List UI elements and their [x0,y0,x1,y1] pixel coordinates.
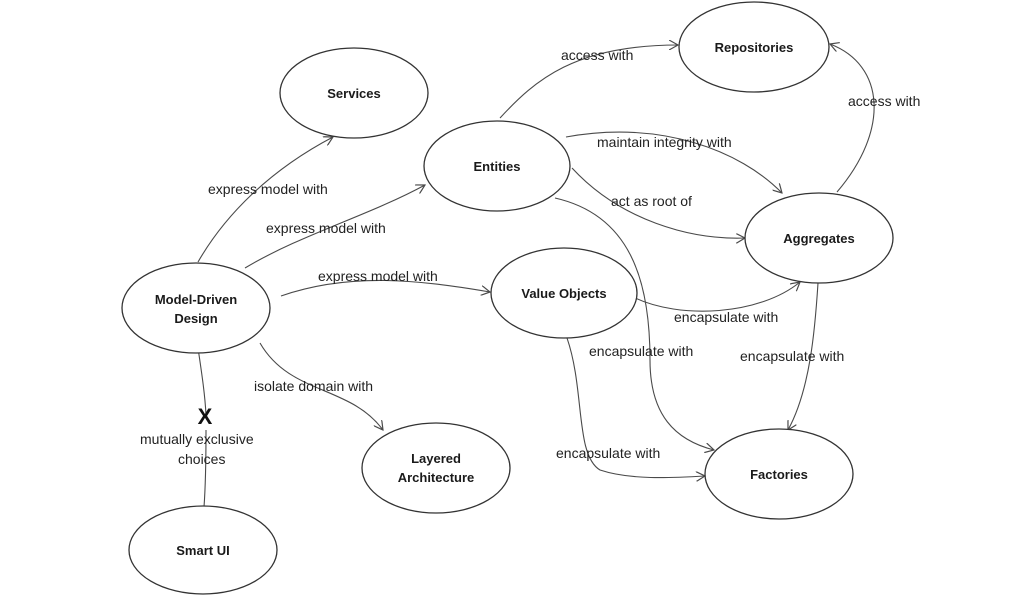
exclusion-x-mark: X [198,404,213,429]
edge-label-maintain-integrity-with: maintain integrity with [597,134,732,150]
node-label-value-objects: Value Objects [521,286,606,301]
edge-value-objects-to-aggregates: encapsulate with [632,282,800,325]
edge-label-encapsulate-with: encapsulate with [740,348,844,364]
edge-label-encapsulate-with: encapsulate with [674,309,778,325]
node-aggregates: Aggregates [744,192,894,284]
edge-entities-to-factories: encapsulate with [554,197,714,450]
node-label-model-driven-line1: Model-Driven [155,292,237,307]
edge-entities-to-repositories: access with [499,45,678,119]
node-label-factories: Factories [750,467,808,482]
node-services: Services [279,47,429,139]
edge-mdd-to-value-objects: express model with [280,268,490,297]
edge-mdd-to-services: express model with [197,137,333,263]
node-label-smart-ui: Smart UI [176,543,229,558]
edge-label-express-model-with: express model with [318,268,438,284]
edge-aggregates-to-repositories: access with [830,44,920,193]
node-label-layered-line2: Architecture [398,470,475,485]
edge-entities-to-aggregates-integrity: maintain integrity with [565,131,782,193]
edge-mdd-to-entities: express model with [244,185,425,269]
edge-label-encapsulate-with: encapsulate with [556,445,660,461]
edge-label-isolate-domain-with: isolate domain with [254,378,373,394]
node-label-aggregates: Aggregates [783,231,855,246]
node-label-services: Services [327,86,381,101]
node-factories: Factories [704,428,854,520]
edge-entities-to-aggregates-root: act as root of [571,167,745,238]
node-smart-ui: Smart UI [128,505,278,595]
node-repositories: Repositories [678,1,830,93]
edge-label-express-model-with: express model with [208,181,328,197]
node-value-objects: Value Objects [490,247,638,339]
edge-label-express-model-with: express model with [266,220,386,236]
edge-label-access-with: access with [848,93,920,109]
edge-label-access-with: access with [561,47,633,63]
edge-mdd-smart-ui-exclusive: X mutually exclusive choices [140,347,254,508]
edge-aggregates-to-factories: encapsulate with [740,282,844,430]
node-entities: Entities [423,120,571,212]
node-label-entities: Entities [474,159,521,174]
edge-mdd-to-layered-architecture: isolate domain with [254,342,383,430]
edge-label-encapsulate-with: encapsulate with [589,343,693,359]
edge-value-objects-to-factories: encapsulate with [556,337,705,478]
node-label-model-driven-line2: Design [174,311,217,326]
exclusion-label-line2: choices [178,451,225,467]
node-model-driven-design: Model-Driven Design [121,262,271,354]
node-label-repositories: Repositories [715,40,794,55]
node-layered-architecture: Layered Architecture [361,422,511,514]
exclusion-label-line1: mutually exclusive [140,431,254,447]
node-label-layered-line1: Layered [411,451,461,466]
edge-label-act-as-root-of: act as root of [611,193,692,209]
